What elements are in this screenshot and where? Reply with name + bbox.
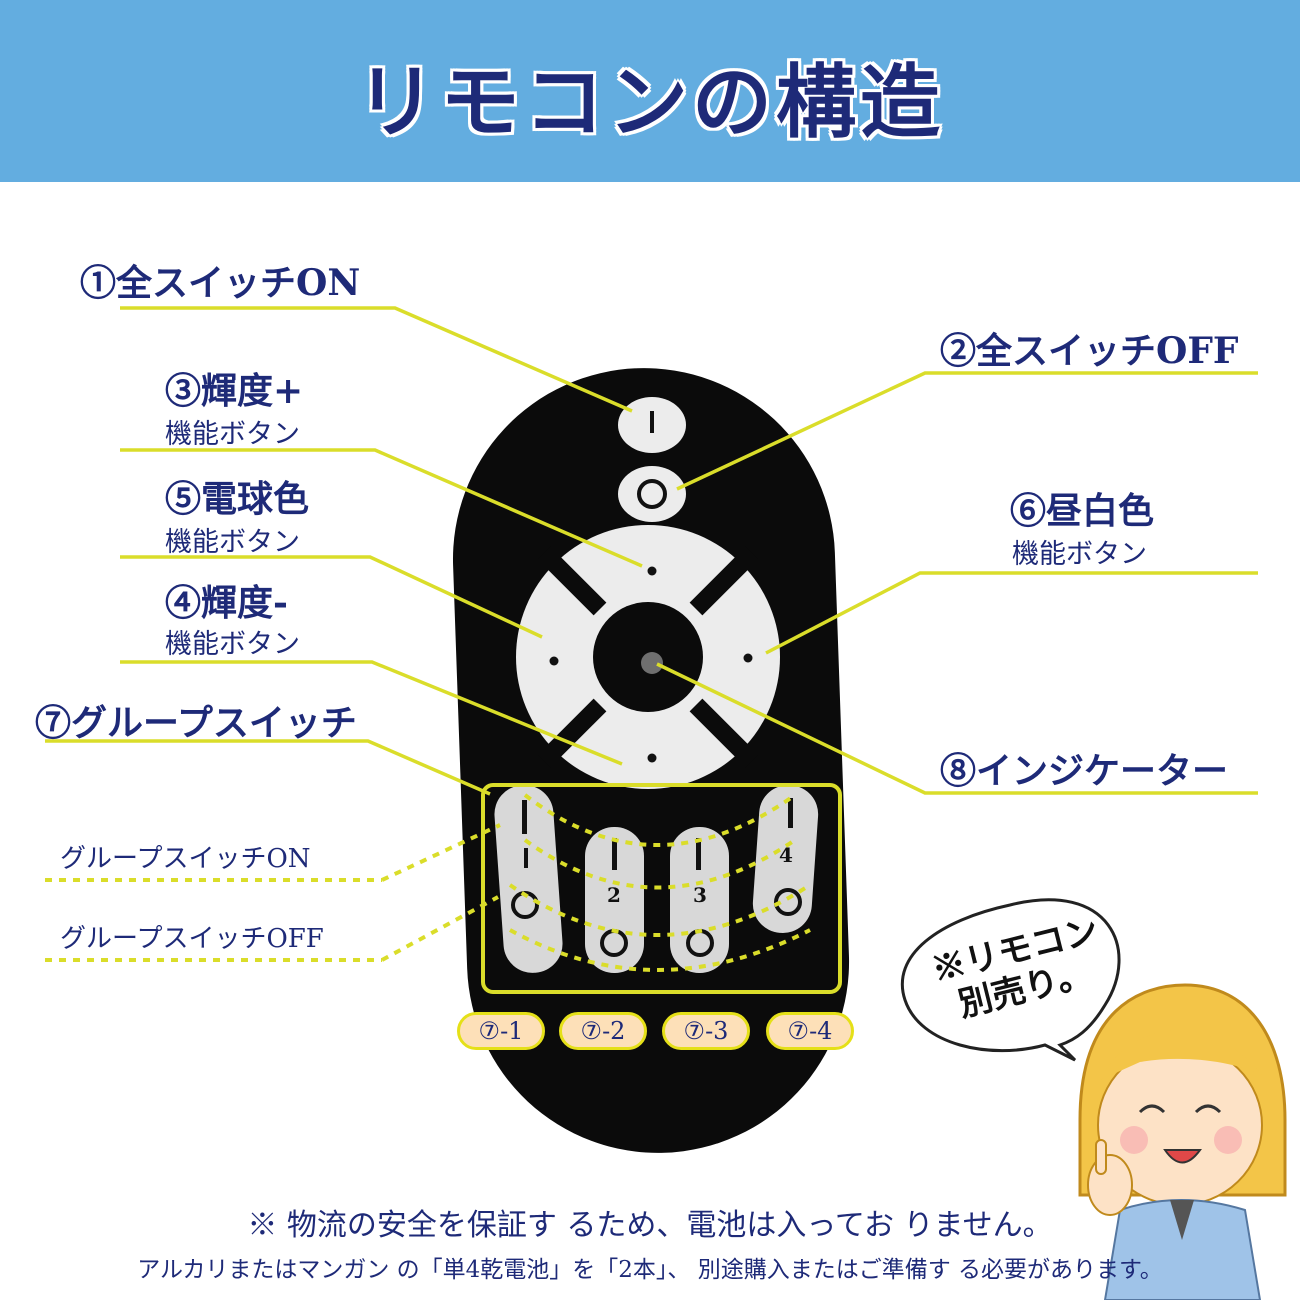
group-switch-1 [494,785,563,973]
all-on-mark [650,411,654,433]
dpad-left-dot [549,656,559,666]
dpad-bottom-dot [647,753,657,763]
girl-illustration [1078,983,1287,1300]
leader-lines [45,306,1258,796]
pill-7-4: ⑦-4 [766,1012,854,1050]
dpad-top-dot [647,566,657,576]
battery-note-2: アルカリまたはマンガン の「単4乾電池」を「2本」、 別途購入またはご準備す る… [137,1257,1163,1283]
label-brightness-down: ④輝度- [165,582,288,624]
group-switch-4 [752,785,819,933]
label-daylight-color: ⑥昼白色 [1010,490,1155,532]
page-title: リモコンの構造 [356,55,944,149]
speech-bubble [900,898,1121,1062]
label-group-switch-on: グループスイッチON [60,844,311,874]
group-key-2: 2 [607,883,621,907]
dpad-right-dot [743,653,753,663]
label-warm-color-sub: 機能ボタン [165,527,300,558]
label-brightness-up: ③輝度+ [165,370,304,412]
label-all-on: ①全スイッチON [80,262,361,304]
group-key-3: 3 [693,883,707,907]
header-banner: リモコンの構造 [0,0,1300,182]
label-daylight-color-sub: 機能ボタン [1012,539,1147,570]
label-warm-color: ⑤電球色 [165,478,310,520]
pill-7-2: ⑦-2 [559,1012,647,1050]
label-group-switch: ⑦グループスイッチ [35,702,357,744]
group-dotted-arcs [45,793,812,972]
battery-note-1: ※ 物流の安全を保証す るため、電池は入ってお りません。 [247,1208,1053,1243]
dpad-separators [537,546,759,768]
all-off-button [618,466,686,522]
label-brightness-down-sub: 機能ボタン [165,629,300,660]
indicator-light [641,652,663,674]
label-brightness-up-sub: 機能ボタン [165,419,300,450]
group-frame [481,783,842,994]
pill-7-3: ⑦-3 [662,1012,750,1050]
label-indicator: ⑧インジケーター [940,750,1229,792]
pill-7-1: ⑦-1 [457,1012,545,1050]
label-all-off: ②全スイッチOFF [940,330,1239,372]
label-group-switch-off: グループスイッチOFF [60,924,324,954]
group-key-4: 4 [779,843,793,867]
all-off-mark [637,479,667,509]
